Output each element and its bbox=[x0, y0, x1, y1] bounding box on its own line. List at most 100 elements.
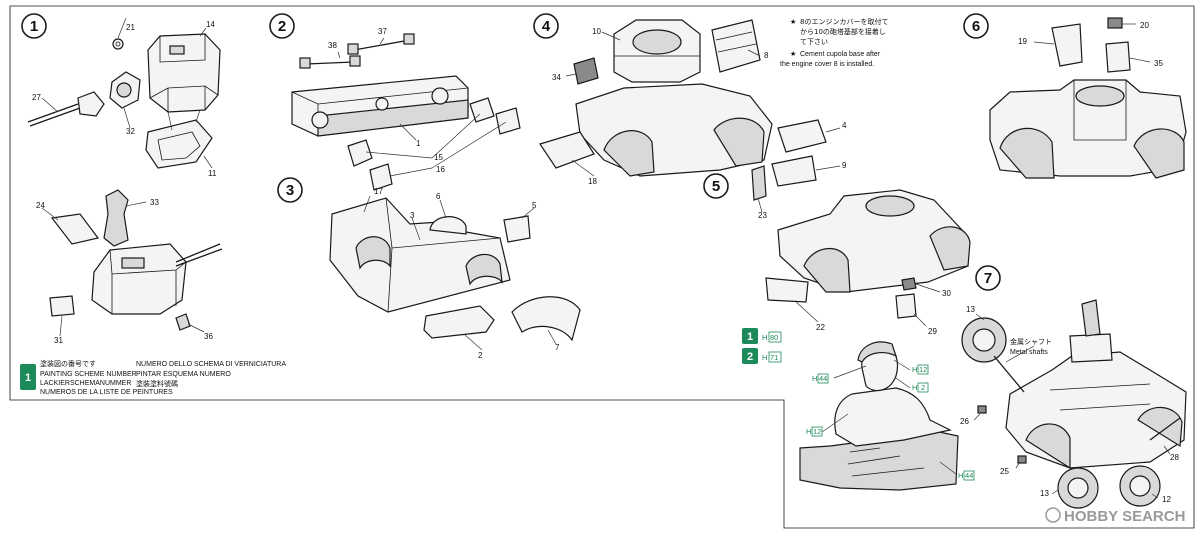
step-2: 2 38 37 1 15 16 bbox=[269, 13, 521, 191]
step-3: 3 17 3 6 5 2 7 bbox=[277, 177, 581, 360]
part-number: 33 bbox=[150, 198, 159, 207]
note-jp-line: 8のエンジンカバーを取付て bbox=[800, 17, 888, 26]
step-circle bbox=[21, 13, 47, 39]
step-7: 7 13 金属シャフト Metal shafts 26 25 13 bbox=[960, 265, 1187, 509]
legend-line: NUMEROS DE LA LISTE DE PEINTURES bbox=[40, 389, 173, 396]
part-number: 32 bbox=[126, 127, 135, 136]
legend-badge: 1 bbox=[25, 372, 31, 384]
part-number: 1 bbox=[416, 139, 421, 148]
legend-line: PINTAR ESQUEMA NUMERO bbox=[136, 371, 231, 378]
step-circle bbox=[963, 13, 989, 39]
scheme-badge: 1 bbox=[747, 331, 753, 343]
part-number: 29 bbox=[928, 327, 937, 336]
crew-figure: H 44 H 12 H 2 H 12 H 44 bbox=[799, 341, 975, 491]
part-number: 38 bbox=[328, 41, 337, 50]
part-number: 4 bbox=[842, 121, 847, 130]
part-number: 37 bbox=[378, 27, 387, 36]
paint-box: 80 bbox=[770, 333, 778, 342]
watermark: HOBBY SEARCH bbox=[1045, 507, 1185, 525]
legend-line: PAINTING SCHEME NUMBER bbox=[40, 371, 137, 378]
part-number: 21 bbox=[126, 23, 135, 32]
paint-scheme-2: 2 H 71 bbox=[742, 348, 782, 364]
step-number: 5 bbox=[712, 178, 720, 195]
metal-shafts-en: Metal shafts bbox=[1010, 349, 1048, 356]
part-number: 35 bbox=[1154, 59, 1163, 68]
step-circle bbox=[975, 265, 1001, 291]
part-number: 31 bbox=[54, 336, 63, 345]
painting-scheme-legend: 1 塗装図の番号です PAINTING SCHEME NUMBER LACKIE… bbox=[20, 359, 286, 396]
step-number: 1 bbox=[30, 18, 38, 35]
note-jp-star: ★ bbox=[790, 18, 796, 26]
step-1: 1 bbox=[21, 13, 223, 345]
part-number: 22 bbox=[816, 323, 825, 332]
watermark-text: HOBBY SEARCH bbox=[1064, 508, 1185, 525]
note-jp-line: から10の砲塔基部を接着し bbox=[800, 27, 886, 36]
part-number: 3 bbox=[410, 211, 415, 220]
scheme-badge: 2 bbox=[747, 351, 753, 363]
part-number: 11 bbox=[208, 169, 217, 178]
part-number: 14 bbox=[206, 20, 215, 29]
step-6: 6 19 20 35 bbox=[963, 13, 1187, 179]
paint-code: H bbox=[762, 353, 767, 362]
part-number: 28 bbox=[1170, 453, 1179, 462]
part-number: 27 bbox=[32, 93, 41, 102]
part-number: 10 bbox=[592, 27, 601, 36]
part-number: 12 bbox=[1162, 495, 1171, 504]
part-number: 13 bbox=[966, 305, 975, 314]
part-number: 24 bbox=[36, 201, 45, 210]
paint-scheme-1: 1 H 80 bbox=[742, 328, 782, 344]
part-number: 5 bbox=[532, 201, 537, 210]
step-4: 4 10 34 8 18 ★ 8のエンジンカバーを取付て から10の砲塔基部を接… bbox=[533, 13, 888, 186]
part-number: 6 bbox=[436, 192, 441, 201]
part-number: 15 bbox=[434, 153, 443, 162]
part-number: 9 bbox=[842, 161, 847, 170]
paint-code: H bbox=[762, 333, 767, 342]
part-number: 7 bbox=[555, 343, 560, 352]
paint-code: H bbox=[912, 383, 917, 392]
part-number: 20 bbox=[1140, 21, 1149, 30]
note-jp-line: て下さい bbox=[800, 38, 828, 46]
part-number: 23 bbox=[758, 211, 767, 220]
metal-shafts-jp: 金属シャフト bbox=[1010, 337, 1052, 346]
part-number: 26 bbox=[960, 417, 969, 426]
step-circle bbox=[703, 173, 729, 199]
paint-code: H bbox=[806, 427, 811, 436]
part-number: 19 bbox=[1018, 37, 1027, 46]
part-number: 16 bbox=[436, 165, 445, 174]
step-number: 3 bbox=[286, 182, 294, 199]
paint-box: 71 bbox=[770, 353, 778, 362]
legend-jp: 塗装図の番号です bbox=[40, 359, 96, 368]
cement-note: ★ 8のエンジンカバーを取付て から10の砲塔基部を接着し て下さい ★ Cem… bbox=[780, 17, 888, 68]
sheet-border bbox=[9, 5, 1195, 529]
step-number: 7 bbox=[984, 270, 992, 287]
paint-box: 44 bbox=[965, 471, 973, 480]
paint-box: 44 bbox=[819, 374, 827, 383]
step-number: 6 bbox=[972, 18, 980, 35]
note-en-line: Cement cupola base after bbox=[800, 51, 881, 58]
paint-box: 12 bbox=[919, 365, 927, 374]
step-circle bbox=[269, 13, 295, 39]
step-5: 5 4 9 23 22 30 29 bbox=[703, 119, 971, 336]
legend-line: 塗裝塗料號碼 bbox=[136, 379, 178, 388]
part-number: 36 bbox=[204, 332, 213, 341]
note-en-star: ★ bbox=[790, 50, 796, 58]
part-number: 17 bbox=[374, 187, 383, 196]
legend-line: NUMERO DELLO SCHEMA DI VERNICIATURA bbox=[136, 361, 286, 368]
step-circle bbox=[533, 13, 559, 39]
paint-box: 12 bbox=[813, 427, 821, 436]
step-number: 2 bbox=[278, 18, 286, 35]
legend-line: LACKIERSCHEMANUMMER bbox=[40, 380, 131, 387]
step-number: 4 bbox=[542, 18, 551, 35]
watermark-logo-icon bbox=[1045, 507, 1061, 523]
note-en-line: the engine cover 8 is installed. bbox=[780, 61, 874, 68]
paint-code: H bbox=[912, 365, 917, 374]
part-number: 8 bbox=[764, 51, 769, 60]
part-number: 18 bbox=[588, 177, 597, 186]
part-number: 30 bbox=[942, 289, 951, 298]
paint-box: 2 bbox=[921, 383, 925, 392]
part-number: 34 bbox=[552, 73, 561, 82]
part-number: 2 bbox=[478, 351, 483, 360]
paint-code: H bbox=[958, 471, 963, 480]
